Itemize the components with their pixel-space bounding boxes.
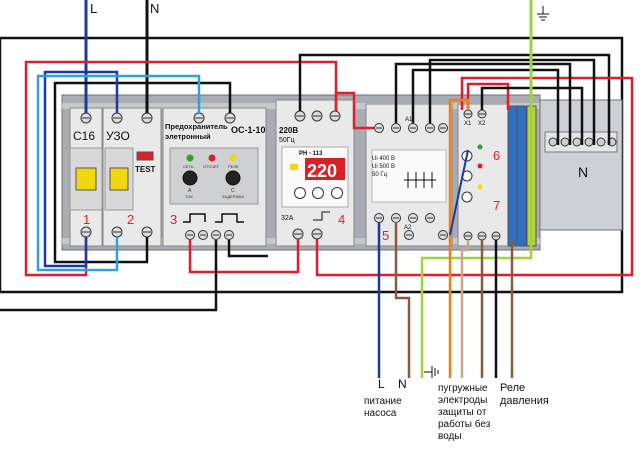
wire-black-contactor-3 (428, 58, 596, 145)
level-relay-x1: X1 (464, 121, 472, 127)
pump-caption-1: питание (364, 396, 402, 407)
module-contactor (365, 103, 453, 247)
busbar-label: N (578, 164, 588, 180)
os-number: 3 (170, 212, 177, 227)
wire-pump-ground (420, 246, 533, 378)
c16-number: 1 (83, 212, 90, 227)
electrodes-caption-3: защиты от (438, 407, 487, 418)
contactor-spec-2: Ui 500 В (372, 164, 395, 170)
pump-l-label: L (378, 377, 385, 391)
contactor-number: 5 (382, 228, 389, 243)
pressure-caption-1: Реле (500, 382, 525, 394)
wire-red-x1 (466, 82, 510, 110)
rn-knob-right[interactable] (331, 187, 343, 199)
wire-cyan-uzo-to-os (36, 74, 201, 272)
wire-black-uzo-loop (53, 81, 232, 264)
supply-phase-label: L (90, 1, 97, 16)
wire-electrode-tan (460, 240, 470, 378)
pump-caption-2: насоса (364, 408, 397, 419)
busbar-screws (548, 137, 617, 147)
wire-red-rn-to-contactor (334, 91, 374, 130)
rn-number: 4 (338, 212, 345, 227)
pump-ground-symbol (424, 366, 439, 378)
rn-knob-mid[interactable] (312, 187, 324, 199)
contactor-terminal-a1: A1 (405, 117, 413, 123)
level-relay-x2: X2 (478, 121, 486, 127)
wire-black-os-bottom-right (227, 240, 268, 258)
os-knob-a-label: А (188, 188, 192, 194)
terminal-block-blue-1 (507, 105, 518, 247)
electrodes-caption-2: электроды (438, 395, 487, 406)
os-indicator-label-relay: РЕЛЕ (228, 164, 239, 169)
wire-electrode-blue-diagonal (449, 149, 469, 236)
contactor-spec-1: Ui 400 В (372, 156, 395, 162)
uzo-number: 2 (127, 212, 134, 227)
module-os-1-10 (162, 107, 267, 247)
rn-display-value: 220 (307, 161, 337, 181)
wire-black-contactor-2 (411, 68, 560, 145)
module-uzo (102, 107, 162, 247)
wire-red-left-loop (24, 60, 338, 277)
wire-red-os-to-rn (188, 239, 300, 274)
c16-label: C16 (73, 129, 95, 143)
os-indicator-network (186, 154, 194, 162)
rn-freq: 50Гц (279, 137, 295, 144)
electrodes-caption-5: воды (438, 431, 462, 442)
os-title-line2: элетронный (165, 132, 211, 141)
os-knob-c-label: С (231, 188, 235, 194)
rn-knob-left[interactable] (294, 187, 306, 199)
uzo-test-label: TEST (135, 165, 156, 174)
uzo-label: УЗО (106, 129, 130, 143)
ground-symbol (537, 6, 549, 21)
pressure-caption-2: давления (500, 395, 549, 407)
os-knob-c-caption: ЗАДЕРЖКА (222, 194, 244, 199)
wire-black-outer-loop (0, 36, 624, 294)
level-relay-number-7: 7 (493, 198, 500, 213)
electrodes-caption-4: работы без (438, 418, 491, 430)
supply-neutral-label: N (150, 1, 159, 16)
os-model: ОС-1-10 (231, 125, 266, 135)
os-indicator-label-count: ОТСЧЕТ (203, 164, 220, 169)
wire-blue-uzo-to-c16 (43, 70, 119, 268)
os-title-line1: Предохранитель (165, 122, 228, 131)
wire-pump-n (394, 222, 411, 378)
os-knob-a[interactable] (182, 170, 198, 186)
os-indicator-count (208, 154, 216, 162)
rn-display (305, 158, 345, 180)
contactor-spec-3: 50 Гц (372, 172, 388, 178)
os-indicator-label-network: СЕТЬ (183, 164, 194, 169)
wire-black-rn-top (298, 53, 611, 145)
terminal-block-blue-2 (516, 105, 527, 247)
contactor-terminal-a2: A2 (404, 225, 412, 231)
wire-red-rn-bottom (315, 76, 634, 277)
rn-model: РН - 113 (299, 151, 323, 157)
module-c16 (69, 107, 103, 247)
pump-n-label: N (398, 377, 407, 391)
module-rn-113 (275, 99, 355, 247)
rn-voltage: 220В (279, 126, 298, 135)
os-knob-c[interactable] (225, 170, 241, 186)
wire-black-os-down (0, 240, 218, 312)
wire-electrode-orange (448, 98, 470, 378)
rn-rating: 32А (281, 215, 294, 222)
wire-black-contactor-a1 (394, 62, 572, 145)
level-relay-number-6: 6 (493, 148, 500, 163)
uzo-test-button[interactable] (136, 151, 154, 161)
os-knob-a-caption: ТОК (185, 194, 193, 199)
os-indicator-relay (229, 154, 237, 162)
electrodes-caption-1: пугружные (438, 383, 488, 394)
